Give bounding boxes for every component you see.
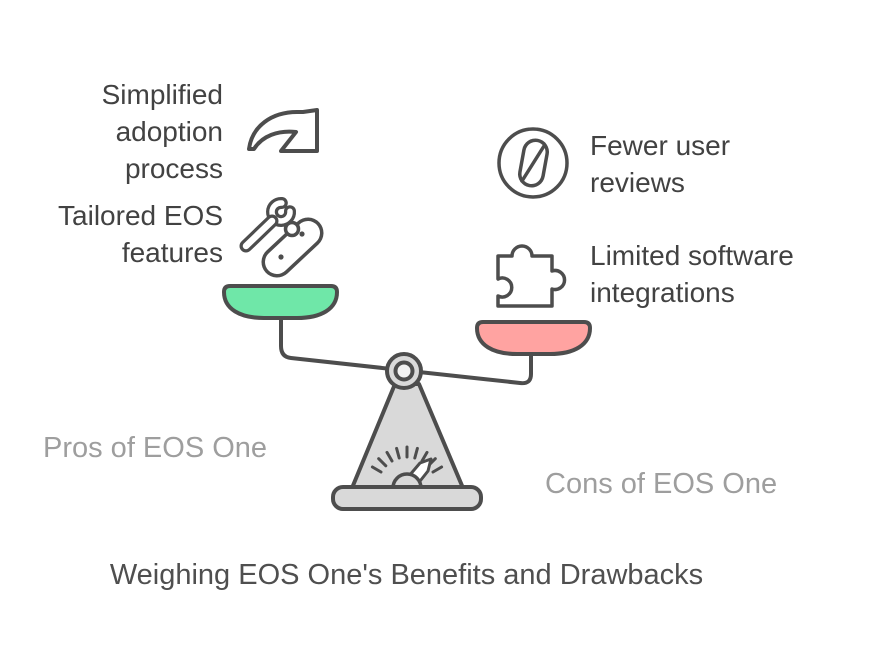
pros-item-2-text: Tailored EOS features	[58, 200, 223, 268]
puzzle-icon	[496, 244, 567, 308]
pros-pan	[222, 284, 339, 320]
cons-label: Cons of EOS One	[545, 468, 778, 500]
cons-item-1-text: Fewer user reviews	[590, 130, 731, 198]
cons-pan	[475, 320, 592, 356]
scale-base	[331, 485, 483, 511]
pros-label: Pros of EOS One	[43, 432, 268, 464]
balance-scale	[222, 284, 592, 511]
gauge-ticks	[370, 445, 444, 474]
pivot-inner	[393, 360, 415, 382]
tools-icon	[239, 197, 324, 278]
pros-item-1-text: Simplified adoption process	[101, 79, 223, 184]
curved-arrow-icon	[247, 108, 319, 153]
cons-item-2-text: Limited software integrations	[590, 240, 794, 308]
diagram-title: Weighing EOS One's Benefits and Drawback…	[109, 559, 704, 591]
slashed-zero-icon	[497, 127, 569, 199]
